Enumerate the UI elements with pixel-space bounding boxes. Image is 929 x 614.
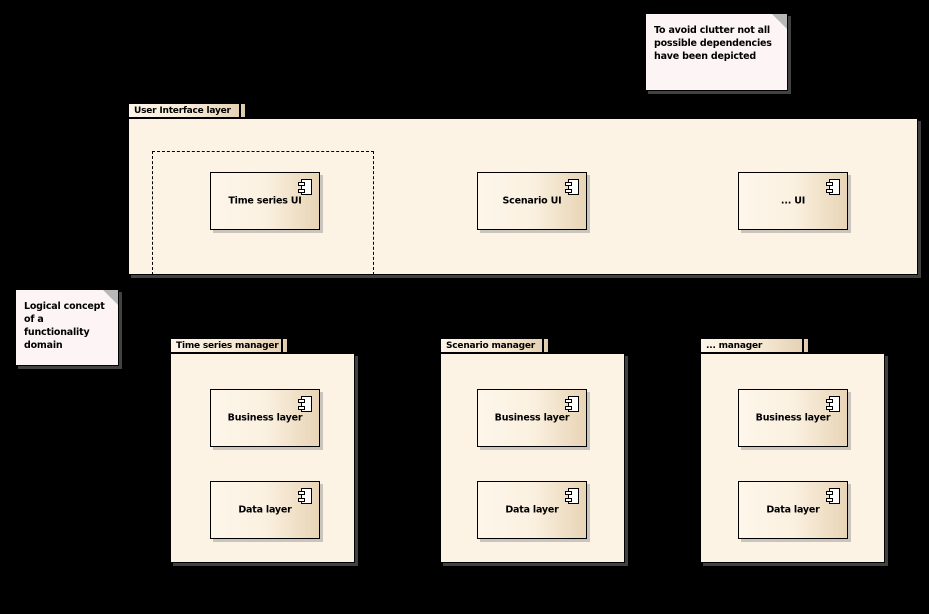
functionality-domain-region — [152, 151, 374, 275]
note-fold-icon — [103, 290, 118, 305]
note-fold-icon — [772, 14, 787, 29]
component-time-series-business-layer[interactable]: Business layer — [210, 389, 320, 447]
component-other-ui[interactable]: ... UI — [738, 172, 848, 230]
uml-component-icon — [565, 488, 579, 504]
package-title-user-interface-layer: User Interface layer — [134, 105, 231, 116]
uml-component-icon — [826, 488, 840, 504]
component-label: Business layer — [755, 412, 831, 424]
component-scenario-ui[interactable]: Scenario UI — [477, 172, 587, 230]
clutter-note: To avoid clutter not all possible depend… — [645, 13, 788, 91]
component-time-series-ui[interactable]: Time series UI — [210, 172, 320, 230]
package-tab-notch — [544, 338, 549, 353]
component-time-series-data-layer[interactable]: Data layer — [210, 481, 320, 539]
package-tab-notch — [804, 338, 809, 353]
component-other-business-layer[interactable]: Business layer — [738, 389, 848, 447]
package-tab-time-series-manager: Time series manager — [170, 338, 282, 353]
component-label: Scenario UI — [502, 195, 562, 207]
component-scenario-business-layer[interactable]: Business layer — [477, 389, 587, 447]
uml-component-icon — [298, 396, 312, 412]
component-label: Time series UI — [228, 195, 302, 207]
package-tab-user-interface-layer: User Interface layer — [128, 103, 240, 118]
uml-component-icon — [565, 179, 579, 195]
clutter-note-text: To avoid clutter not all possible depend… — [654, 25, 772, 62]
domain-note: Logical concept of a functionality domai… — [15, 289, 119, 366]
package-tab-notch — [283, 338, 288, 353]
component-label: Data layer — [238, 504, 292, 516]
component-label: Data layer — [766, 504, 820, 516]
package-title-scenario-manager: Scenario manager — [446, 340, 535, 351]
package-tab-notch — [241, 103, 246, 118]
package-title-time-series-manager: Time series manager — [176, 340, 279, 351]
component-label: Business layer — [227, 412, 303, 424]
domain-note-text: Logical concept of a functionality domai… — [24, 301, 105, 351]
package-tab-other-manager: ... manager — [700, 338, 803, 353]
package-title-other-manager: ... manager — [706, 340, 763, 351]
uml-component-icon — [298, 488, 312, 504]
uml-component-icon — [298, 179, 312, 195]
uml-component-icon — [826, 396, 840, 412]
uml-component-icon — [565, 396, 579, 412]
package-tab-scenario-manager: Scenario manager — [440, 338, 543, 353]
component-scenario-data-layer[interactable]: Data layer — [477, 481, 587, 539]
uml-component-icon — [826, 179, 840, 195]
component-label: ... UI — [780, 195, 806, 207]
component-other-data-layer[interactable]: Data layer — [738, 481, 848, 539]
component-label: Business layer — [494, 412, 570, 424]
component-label: Data layer — [505, 504, 559, 516]
